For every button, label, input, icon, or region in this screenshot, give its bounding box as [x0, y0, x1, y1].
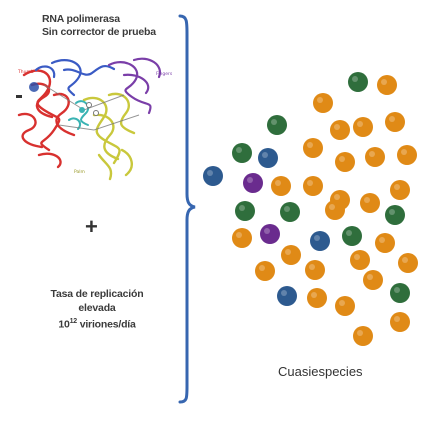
particle-green — [280, 202, 300, 222]
particle-green — [232, 143, 252, 163]
replication-base: 10 — [58, 318, 70, 331]
particle-highlight — [285, 249, 291, 255]
particle-highlight — [236, 147, 242, 153]
particle-orange — [353, 326, 373, 346]
particle-highlight — [259, 265, 265, 271]
particle-highlight — [346, 230, 352, 236]
particle-highlight — [311, 292, 317, 298]
particle-highlight — [364, 197, 370, 203]
particle-green — [385, 205, 405, 225]
particle-blue — [277, 286, 297, 306]
particle-highlight — [369, 151, 375, 157]
particle-orange — [330, 120, 350, 140]
polymerase-label-line2: Sin corrector de prueba — [42, 25, 156, 38]
replication-rate-label: Tasa de replicación elevada 1012 virione… — [22, 288, 172, 332]
particle-highlight — [314, 235, 320, 241]
particle-orange — [377, 75, 397, 95]
particle-highlight — [317, 97, 323, 103]
particle-orange — [375, 233, 395, 253]
particle-highlight — [401, 149, 407, 155]
curly-brace — [178, 14, 196, 404]
particle-orange — [360, 193, 380, 213]
particle-orange — [363, 270, 383, 290]
particle-green — [348, 72, 368, 92]
particle-highlight — [275, 180, 281, 186]
replication-label-line1: Tasa de replicación — [50, 288, 144, 300]
particle-orange — [305, 260, 325, 280]
particle-blue — [203, 166, 223, 186]
particle-highlight — [236, 232, 242, 238]
particle-orange — [313, 93, 333, 113]
particle-green — [235, 201, 255, 221]
particle-highlight — [367, 274, 373, 280]
particle-green — [342, 226, 362, 246]
quasispecies-caption: Cuasiespecies — [278, 364, 363, 379]
particle-orange — [303, 138, 323, 158]
particle-highlight — [379, 237, 385, 243]
particle-orange — [325, 200, 345, 220]
particle-orange — [353, 117, 373, 137]
particle-highlight — [281, 290, 287, 296]
particle-highlight — [307, 180, 313, 186]
particle-highlight — [394, 287, 400, 293]
fingers-label: Fingers — [156, 71, 173, 77]
particle-purple — [260, 224, 280, 244]
particle-highlight — [307, 142, 313, 148]
particle-highlight — [389, 116, 395, 122]
particle-highlight — [339, 300, 345, 306]
particle-purple — [243, 173, 263, 193]
replication-label-line2: elevada — [78, 301, 116, 314]
particle-blue — [310, 231, 330, 251]
particle-orange — [365, 147, 385, 167]
particle-orange — [271, 176, 291, 196]
particle-highlight — [394, 184, 400, 190]
particle-highlight — [354, 254, 360, 260]
particle-orange — [335, 152, 355, 172]
polymerase-label: RNA polimerasa Sin corrector de prueba — [42, 13, 192, 38]
particle-highlight — [394, 316, 400, 322]
particle-orange — [385, 112, 405, 132]
particle-highlight — [239, 205, 245, 211]
particle-highlight — [334, 194, 340, 200]
particle-highlight — [271, 119, 277, 125]
palm-label: Palm — [74, 169, 85, 175]
particle-highlight — [309, 264, 315, 270]
rna-polymerase-structure-image: Thumb Fingers Palm — [16, 57, 173, 181]
particle-highlight — [284, 206, 290, 212]
plus-sign: + — [85, 214, 98, 239]
particle-orange — [390, 312, 410, 332]
particle-highlight — [357, 330, 363, 336]
replication-label-line3: 1012 viriones/día — [22, 315, 172, 332]
particle-highlight — [339, 156, 345, 162]
particle-highlight — [262, 152, 268, 158]
polymerase-label-line1: RNA polimerasa — [42, 13, 120, 25]
particle-orange — [350, 250, 370, 270]
quasispecies-particles — [203, 72, 418, 346]
particle-highlight — [357, 121, 363, 127]
particle-highlight — [352, 76, 358, 82]
particle-orange — [303, 176, 323, 196]
particle-highlight — [402, 257, 408, 263]
particle-orange — [390, 180, 410, 200]
particle-highlight — [381, 79, 387, 85]
particle-highlight — [329, 204, 335, 210]
particle-orange — [335, 296, 355, 316]
particle-highlight — [334, 124, 340, 130]
particle-blue — [258, 148, 278, 168]
particle-highlight — [389, 209, 395, 215]
particle-orange — [397, 145, 417, 165]
particle-highlight — [207, 170, 213, 176]
particle-orange — [398, 253, 418, 273]
particle-orange — [281, 245, 301, 265]
particle-orange — [232, 228, 252, 248]
particle-highlight — [247, 177, 253, 183]
particle-green — [390, 283, 410, 303]
replication-exponent: 12 — [69, 318, 78, 325]
particle-highlight — [264, 228, 270, 234]
thumb-label: Thumb — [17, 69, 34, 75]
replication-unit: viriones/día — [76, 318, 136, 331]
particle-orange — [255, 261, 275, 281]
particle-green — [267, 115, 287, 135]
particle-orange — [307, 288, 327, 308]
